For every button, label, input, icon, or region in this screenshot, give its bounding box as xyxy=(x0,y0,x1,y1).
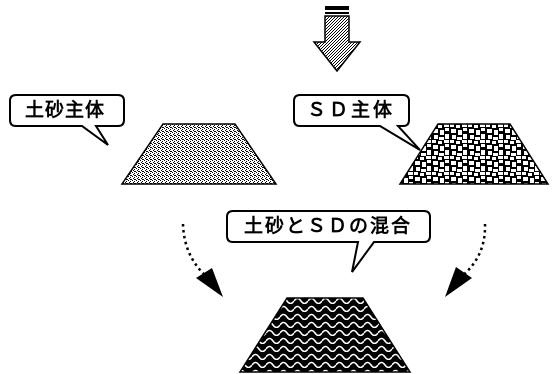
curved-down-right-arrow-icon xyxy=(181,223,223,297)
soil-trapezoid xyxy=(120,123,278,185)
down-arrow-icon xyxy=(312,6,362,73)
curved-down-left-arrow-icon xyxy=(445,223,487,297)
sd-trapezoid xyxy=(398,123,550,185)
callout-soil-bubble xyxy=(9,94,125,146)
callout-mixed-bubble xyxy=(226,210,431,273)
label-mixed: 土砂とＳＤの混合 xyxy=(243,215,412,237)
mixed-trapezoid xyxy=(238,297,412,373)
label-sd-main: ＳＤ主体 xyxy=(306,99,395,121)
label-soil-main: 土砂主体 xyxy=(24,99,105,121)
callout-sd-bubble xyxy=(293,94,421,151)
